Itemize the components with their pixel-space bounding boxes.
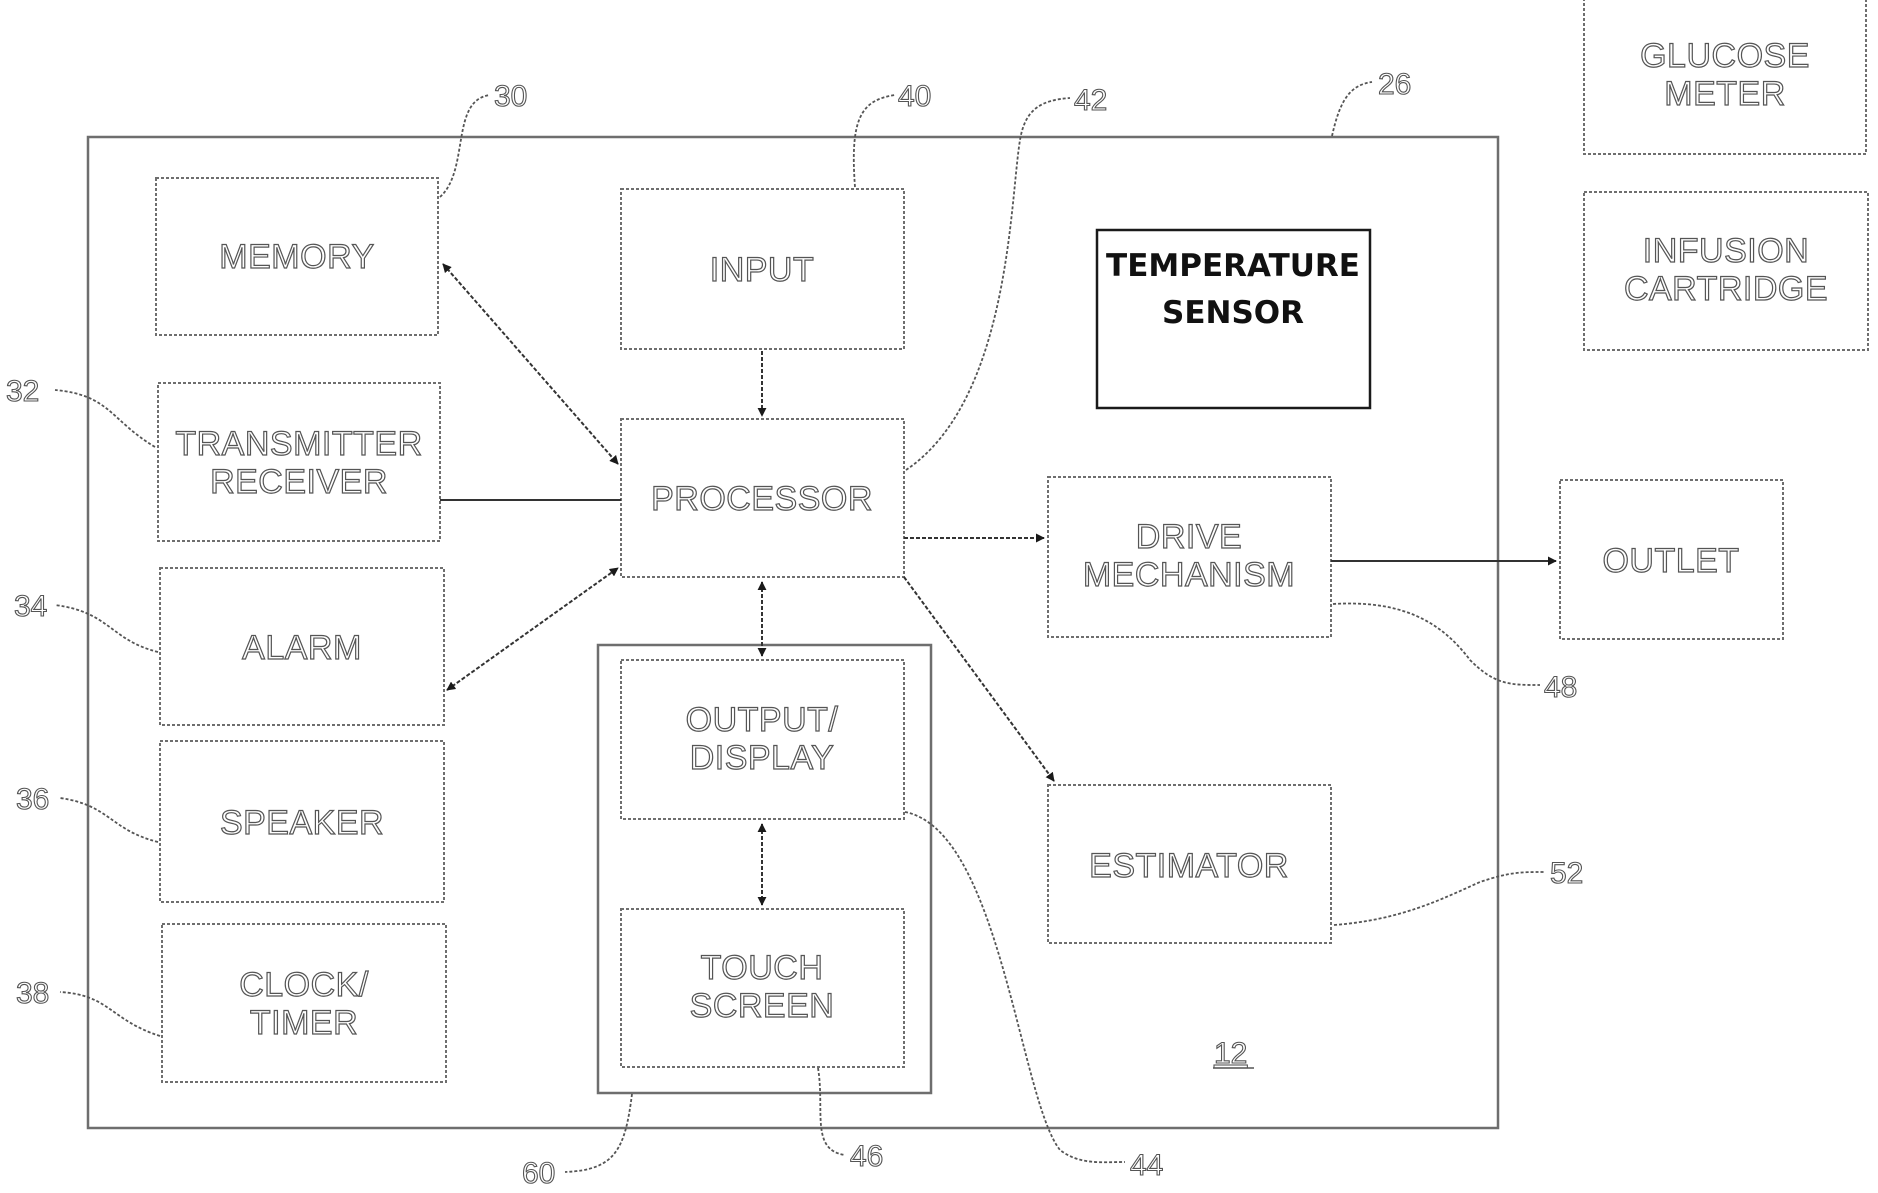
leader-34 <box>55 605 158 652</box>
processor-block: PROCESSOR <box>621 419 904 577</box>
glucose-label: GLUCOSE <box>1640 37 1810 75</box>
leader-32 <box>55 390 155 447</box>
leader-38 <box>60 992 160 1036</box>
ref-44: 44 <box>1130 1149 1163 1182</box>
ref-30: 30 <box>494 80 527 113</box>
ref-52: 52 <box>1550 857 1583 890</box>
touch-label: TOUCH <box>701 949 824 987</box>
screen-label: SCREEN <box>690 987 835 1025</box>
temperature-label: TEMPERATURE <box>1106 248 1360 284</box>
ref-34: 34 <box>14 590 47 623</box>
display-label: DISPLAY <box>690 739 835 777</box>
processor-label: PROCESSOR <box>651 480 873 518</box>
alarm-block: ALARM <box>160 568 444 725</box>
mechanism-label: MECHANISM <box>1083 556 1295 594</box>
transmitter-receiver-block: TRANSMITTER RECEIVER <box>158 383 440 541</box>
estimator-label: ESTIMATOR <box>1089 847 1289 885</box>
alarm-processor-connector <box>447 568 618 690</box>
receiver-label: RECEIVER <box>210 463 388 501</box>
memory-label: MEMORY <box>219 238 374 276</box>
leader-48 <box>1333 603 1540 685</box>
ref-38: 38 <box>16 977 49 1010</box>
ref-48: 48 <box>1544 671 1577 704</box>
leader-40 <box>854 95 895 187</box>
leader-60 <box>565 1094 632 1172</box>
drive-label: DRIVE <box>1136 518 1242 556</box>
input-label: INPUT <box>710 251 815 289</box>
processor-estimator-connector <box>904 577 1054 781</box>
leader-46 <box>818 1068 845 1155</box>
leader-26 <box>1332 82 1372 136</box>
outlet-block: OUTLET <box>1560 480 1783 639</box>
clock-timer-block: CLOCK/ TIMER <box>162 924 446 1082</box>
output-label: OUTPUT/ <box>686 701 839 739</box>
outlet-label: OUTLET <box>1602 542 1739 580</box>
ref-26: 26 <box>1378 68 1411 101</box>
ref-12: 12 <box>1214 1037 1247 1070</box>
input-block: INPUT <box>621 189 904 349</box>
drive-mechanism-block: DRIVE MECHANISM <box>1048 477 1331 637</box>
timer-label: TIMER <box>250 1004 358 1042</box>
temperature-sensor-block: TEMPERATURE SENSOR <box>1097 230 1370 408</box>
ref-60: 60 <box>522 1157 555 1190</box>
ref-46: 46 <box>850 1140 883 1173</box>
infusion-label: INFUSION <box>1643 232 1809 270</box>
leader-30 <box>440 95 490 197</box>
ref-36: 36 <box>16 783 49 816</box>
cartridge-label: CARTRIDGE <box>1624 270 1828 308</box>
memory-processor-connector <box>443 264 618 464</box>
touch-screen-block: TOUCH SCREEN <box>621 909 904 1067</box>
clock-label: CLOCK/ <box>239 966 369 1004</box>
speaker-label: SPEAKER <box>220 804 384 842</box>
infusion-cartridge-block: INFUSION CARTRIDGE <box>1584 192 1868 350</box>
glucose-meter-block: GLUCOSE METER <box>1584 0 1866 154</box>
estimator-block: ESTIMATOR <box>1048 785 1331 943</box>
leader-52 <box>1334 872 1545 925</box>
output-display-block: OUTPUT/ DISPLAY <box>621 660 904 819</box>
sensor-label: SENSOR <box>1162 295 1304 331</box>
alarm-label: ALARM <box>242 629 362 667</box>
ref-32: 32 <box>6 375 39 408</box>
ref-42: 42 <box>1074 84 1107 117</box>
meter-label: METER <box>1664 75 1786 113</box>
leader-36 <box>60 798 158 842</box>
memory-block: MEMORY <box>156 178 438 335</box>
ref-40: 40 <box>898 80 931 113</box>
transmitter-label: TRANSMITTER <box>175 425 422 463</box>
speaker-block: SPEAKER <box>160 741 444 902</box>
leader-42 <box>906 98 1070 470</box>
